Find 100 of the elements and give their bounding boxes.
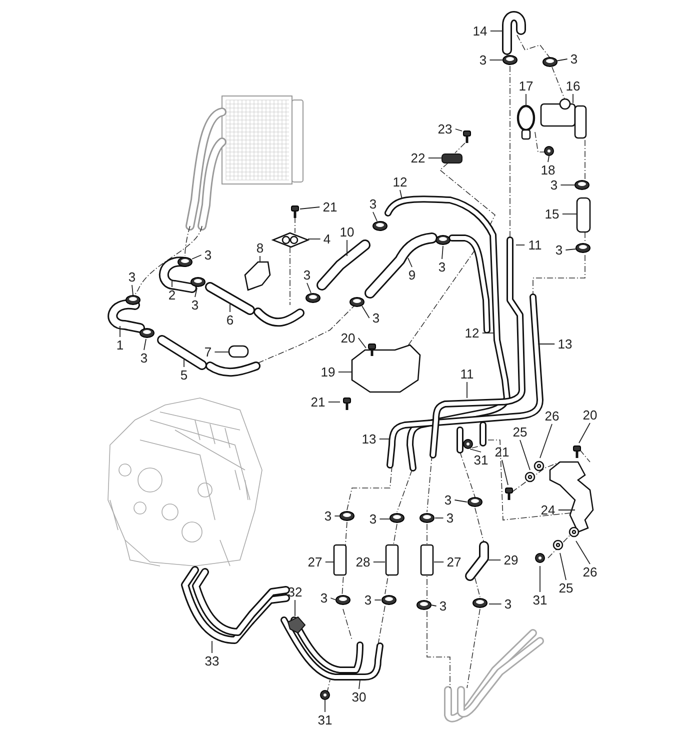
callout-number: 27 bbox=[308, 556, 322, 568]
callout-number: 18 bbox=[540, 164, 556, 176]
callout-number: 21 bbox=[310, 396, 326, 408]
callout-number: 13 bbox=[558, 338, 572, 350]
callout-number: 3 bbox=[479, 54, 487, 66]
leader-line bbox=[565, 248, 576, 250]
leader-line bbox=[132, 284, 134, 296]
callout-number: 3 bbox=[550, 178, 558, 192]
leader-line bbox=[430, 604, 437, 606]
callout-number: 3 bbox=[369, 512, 377, 526]
leader-line bbox=[560, 552, 566, 580]
callout-number: 20 bbox=[340, 332, 356, 344]
callout-number: 16 bbox=[566, 80, 580, 92]
callout-number: 11 bbox=[460, 368, 474, 380]
leader-line bbox=[556, 58, 568, 62]
leader-line bbox=[490, 30, 504, 32]
leader-line bbox=[306, 282, 312, 294]
leader-line bbox=[300, 206, 320, 210]
callout-number: 12 bbox=[392, 176, 408, 188]
callout-number: 21 bbox=[494, 446, 510, 458]
callout-number: 5 bbox=[180, 368, 188, 382]
callout-number: 10 bbox=[340, 226, 354, 238]
callout-number: 21 bbox=[322, 200, 338, 214]
callout-number: 3 bbox=[504, 598, 512, 610]
callout-number: 24 bbox=[540, 504, 556, 516]
callout-number: 3 bbox=[128, 270, 136, 284]
callout-number: 25 bbox=[558, 582, 574, 594]
leader-line bbox=[358, 680, 360, 690]
callout-number: 17 bbox=[518, 80, 534, 92]
leader-line bbox=[330, 598, 336, 600]
callout-number: 3 bbox=[570, 52, 578, 66]
callout-number: 32 bbox=[288, 586, 302, 598]
callout-number: 8 bbox=[256, 242, 264, 254]
callout-number: 3 bbox=[444, 494, 452, 506]
callout-number: 3 bbox=[320, 592, 328, 604]
leader-line bbox=[442, 246, 444, 260]
leader-line bbox=[379, 518, 390, 520]
leader-line bbox=[192, 254, 202, 260]
callout-number: 28 bbox=[356, 556, 370, 568]
callout-number: 31 bbox=[318, 714, 332, 726]
leader-line bbox=[548, 156, 550, 162]
leader-line bbox=[378, 438, 390, 440]
leader-line bbox=[470, 448, 482, 452]
callout-number: 3 bbox=[191, 298, 199, 312]
leader-line bbox=[358, 338, 366, 348]
callout-number: 25 bbox=[512, 426, 528, 438]
leader-line bbox=[560, 184, 576, 186]
callout-number: 20 bbox=[582, 408, 598, 422]
callout-number: 7 bbox=[204, 346, 212, 358]
leader-line bbox=[578, 422, 590, 444]
leader-line bbox=[576, 540, 590, 564]
callout-number: 3 bbox=[555, 244, 563, 256]
leader-line bbox=[362, 306, 370, 318]
callout-number: 4 bbox=[323, 232, 331, 246]
leader-line bbox=[372, 212, 378, 222]
callout-number: 19 bbox=[320, 366, 336, 378]
callout-number: 22 bbox=[410, 152, 426, 164]
callout-number: 3 bbox=[372, 312, 380, 324]
callout-number: 3 bbox=[303, 268, 311, 282]
callout-number: 3 bbox=[369, 198, 377, 210]
callout-number: 27 bbox=[446, 556, 462, 568]
leader-line bbox=[294, 600, 296, 616]
leader-line bbox=[324, 700, 326, 712]
leader-line bbox=[400, 190, 402, 200]
callout-number: 3 bbox=[324, 510, 332, 522]
callout-number: 3 bbox=[439, 600, 447, 612]
leader-line bbox=[516, 244, 526, 246]
leader-line bbox=[466, 382, 468, 398]
callout-number: 11 bbox=[528, 238, 542, 252]
callout-number: 31 bbox=[474, 454, 488, 466]
leader-line bbox=[520, 440, 530, 470]
callout-number: 23 bbox=[438, 122, 452, 136]
leader-line bbox=[540, 424, 552, 458]
callout-number: 3 bbox=[446, 512, 454, 524]
leader-line bbox=[454, 500, 468, 502]
leader-line bbox=[194, 288, 198, 298]
callout-number: 9 bbox=[408, 268, 416, 282]
callout-number: 3 bbox=[364, 594, 372, 606]
callout-number: 31 bbox=[532, 594, 548, 606]
callout-number: 3 bbox=[438, 260, 446, 274]
callout-number: 3 bbox=[204, 248, 212, 262]
leader-line bbox=[502, 460, 508, 486]
leader-line bbox=[454, 128, 462, 132]
callout-number: 26 bbox=[544, 410, 560, 422]
callout-number: 14 bbox=[472, 24, 488, 38]
leader-line bbox=[482, 332, 494, 334]
callout-number: 33 bbox=[204, 654, 220, 668]
callout-number: 3 bbox=[140, 352, 148, 364]
callout-number: 30 bbox=[352, 690, 366, 704]
callout-number: 1 bbox=[116, 338, 124, 352]
callout-number: 6 bbox=[226, 314, 234, 326]
callout-number: 13 bbox=[362, 432, 376, 446]
leader-line bbox=[308, 238, 321, 240]
leader-line bbox=[408, 258, 412, 268]
callout-number: 29 bbox=[504, 554, 518, 566]
callout-number: 15 bbox=[544, 208, 560, 220]
callout-number: 2 bbox=[168, 288, 176, 302]
callout-number: 12 bbox=[464, 326, 480, 340]
leader-line bbox=[144, 338, 146, 350]
leader-line bbox=[346, 240, 348, 256]
